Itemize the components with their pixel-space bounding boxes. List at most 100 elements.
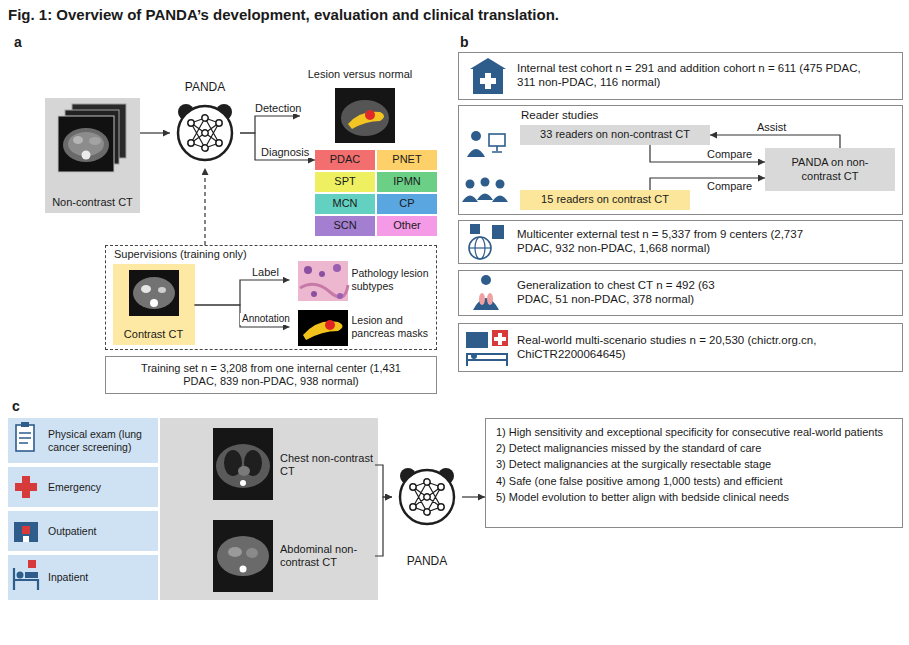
edge-label: Label	[250, 266, 281, 278]
chest-ct-image	[216, 444, 270, 488]
pathology-image	[311, 291, 317, 297]
connector-arrow	[650, 145, 765, 162]
process-box: 1) High sensitivity and exceptional spec…	[485, 418, 903, 528]
image-panel: PANDA	[170, 78, 240, 168]
detection-image	[365, 110, 375, 120]
process-box: Reader studies33 readers on non-contrast…	[458, 105, 903, 215]
inpatient-icon	[14, 568, 38, 590]
image-panel: Non-contrast CT	[45, 98, 140, 213]
connector-arrow	[140, 132, 170, 133]
chest-doctor-icon	[479, 293, 485, 305]
node-label: Multicenter external test n = 5,337 from…	[517, 228, 817, 256]
scenario-band	[8, 418, 158, 463]
panda-icon	[202, 115, 208, 121]
reader-icon	[462, 131, 508, 202]
reader-icon	[466, 180, 475, 189]
inpatient-icon	[17, 572, 24, 579]
hospital-icon	[470, 58, 506, 94]
list-item: 4) Safe (one false positive among 1,000 …	[496, 475, 892, 488]
scenario-band	[8, 555, 158, 600]
inpatient-icon	[25, 572, 38, 578]
pathology-image	[298, 261, 348, 301]
inpatient-icon	[28, 560, 36, 568]
process-box: Internal test cohort n = 291 and additio…	[458, 52, 903, 100]
process-box: Generalization to chest CT n = 492 (63 P…	[458, 270, 903, 316]
contrast-ct-image	[158, 287, 166, 293]
panda-icon	[188, 140, 194, 146]
node-label: Emergency	[48, 481, 101, 494]
image-panel: Outpatient	[8, 511, 158, 551]
scenario-band	[8, 467, 158, 507]
panel-letter: b	[460, 34, 469, 51]
image-panel: PANDA	[392, 448, 462, 572]
reader-box: 33 readers on non-contrast CT	[520, 125, 710, 145]
ct-stack	[73, 136, 83, 144]
contrast-ct-image	[113, 264, 195, 345]
node-label: Inpatient	[48, 571, 88, 584]
image-panel: Chest non-contrast CT	[210, 425, 375, 505]
abdominal-ct-image	[246, 548, 258, 558]
reader-icon	[489, 134, 505, 146]
node-label: Lesion and pancreas masks	[352, 314, 431, 339]
reader-box: 15 readers on contrast CT	[520, 190, 690, 210]
node-label: Non-contrast CT	[52, 196, 133, 209]
ct-panel	[160, 418, 378, 600]
connector-arrow	[710, 135, 840, 148]
node-label: Other	[393, 219, 421, 232]
list-item: 3) Detect malignancies at the surgically…	[496, 458, 892, 471]
process-box: Training set n = 3,208 from one internal…	[105, 356, 437, 394]
edge-label: Compare	[705, 180, 754, 192]
class-cell: PDAC	[315, 150, 375, 170]
scenario-band	[8, 418, 158, 600]
real-world-icon	[466, 330, 508, 366]
contrast-ct-image	[129, 270, 179, 316]
ct-stack	[82, 151, 91, 160]
scenario-band	[8, 511, 158, 551]
class-cell: SCN	[315, 216, 375, 236]
node-label: PANDA	[185, 80, 225, 94]
ct-panel	[160, 418, 378, 600]
connector-arrow	[462, 496, 485, 497]
node-label: PANDA on non-contrast CT	[788, 156, 872, 182]
panda-icon	[178, 104, 232, 160]
reader-icon	[477, 194, 493, 201]
panda-icon	[424, 494, 430, 500]
real-world-icon	[494, 333, 506, 345]
class-cell: PNET	[377, 150, 437, 170]
mask-image	[298, 310, 348, 346]
panda-icon	[400, 470, 454, 524]
contrast-ct-image	[141, 285, 151, 293]
multicenter-icon	[469, 237, 491, 259]
chest-doctor-icon	[481, 275, 491, 285]
panda-icon	[216, 120, 222, 126]
node-label: CP	[399, 197, 414, 210]
node-label: PANDA	[407, 554, 447, 568]
image-panel: Lesion versus normal	[300, 66, 420, 145]
edge-label: Diagnosis	[259, 146, 311, 158]
chest-doctor-icon	[487, 293, 493, 305]
outpatient-icon	[14, 522, 38, 542]
node-label: Outpatient	[48, 525, 96, 538]
panda-icon	[438, 484, 444, 490]
real-world-icon	[466, 332, 488, 348]
panda-icon	[191, 118, 219, 148]
reader-icon	[467, 149, 485, 157]
panel-letter: c	[12, 398, 20, 415]
figure-title: Fig. 1: Overview of PANDA’s development,…	[8, 6, 559, 24]
dashed-group: Supervisions (training only)Contrast CTP…	[105, 245, 437, 350]
panel-letter: a	[14, 34, 22, 51]
reader-icon	[492, 196, 508, 203]
emergency-icon	[15, 476, 37, 498]
node-label: SCN	[333, 219, 356, 232]
panda-icon	[410, 484, 416, 490]
chest-doctor-icon	[473, 298, 499, 310]
connector-arrow	[195, 280, 290, 305]
abdominal-ct-image	[213, 520, 273, 592]
multicenter-icon	[469, 224, 504, 259]
reader-icon	[471, 131, 481, 141]
node-label: 33 readers on non-contrast CT	[540, 128, 690, 141]
mask-image	[303, 321, 343, 340]
multicenter-icon	[469, 247, 491, 248]
real-world-icon	[467, 354, 507, 366]
panda-icon	[216, 140, 222, 146]
